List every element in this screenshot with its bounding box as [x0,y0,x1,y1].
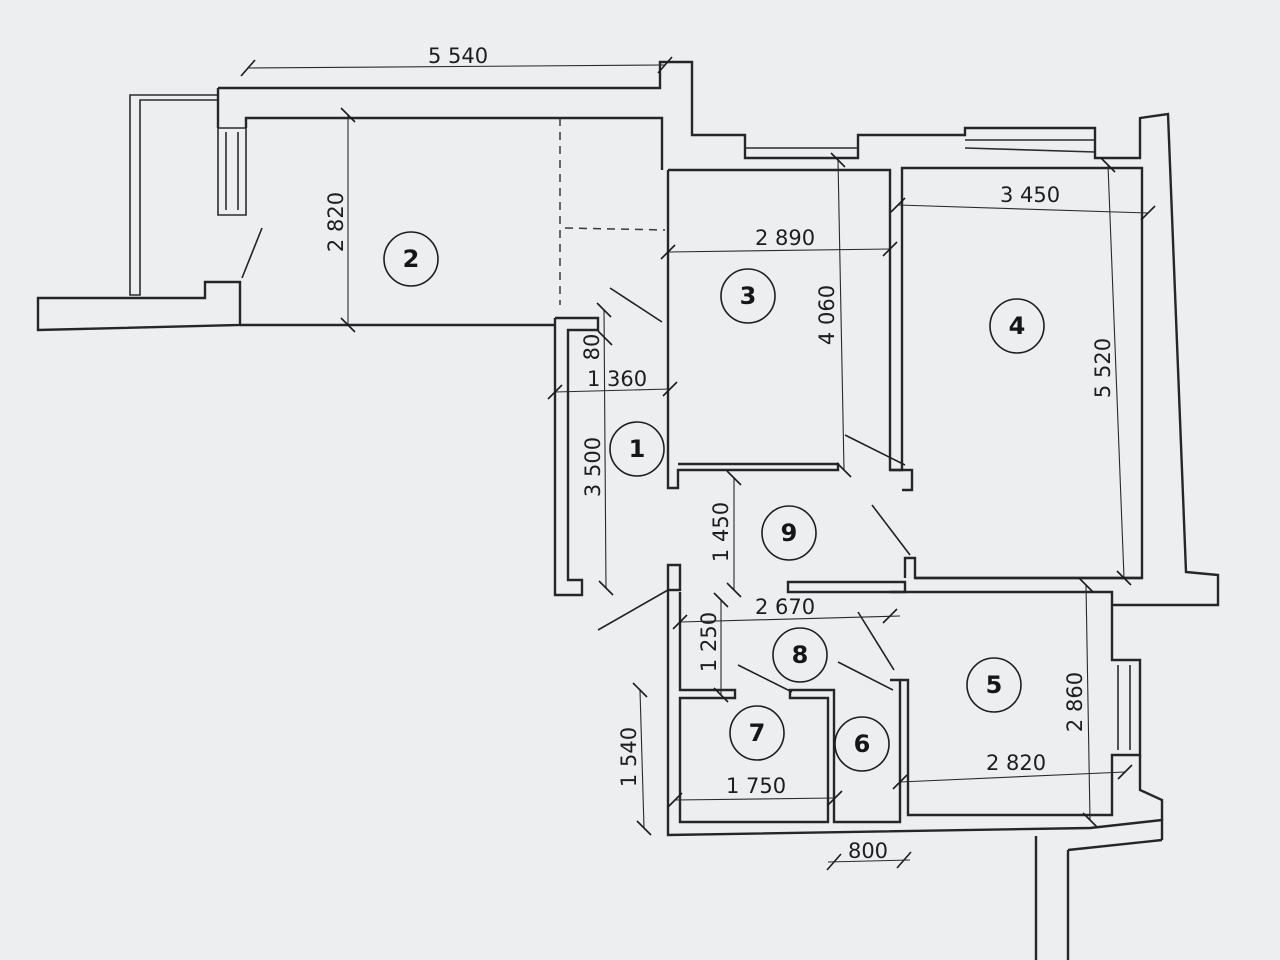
room-marker-9: 9 [761,505,817,561]
room-number-4: 4 [1009,312,1026,340]
dim-label-1250: 1 250 [697,612,721,672]
dim-label-5540: 5 540 [428,44,488,68]
room-marker-7: 7 [729,705,785,761]
dim-label-1540: 1 540 [617,727,641,787]
dim-label-5520: 5 520 [1091,338,1115,398]
room-number-5: 5 [986,671,1003,699]
dim-label-1360: 1 360 [587,367,647,391]
dim-label-2670: 2 670 [755,595,815,619]
walls [36,60,1220,960]
room-marker-8: 8 [772,627,828,683]
room-number-8: 8 [792,641,809,669]
room-number-1: 1 [629,435,646,463]
dim-label-800: 800 [848,839,888,863]
dim-label-1450: 1 450 [709,502,733,562]
door-swings [241,227,911,693]
dim-label-2820-room5: 2 820 [986,751,1046,775]
room-marker-1: 1 [609,421,665,477]
dim-label-4060: 4 060 [815,285,839,345]
dim-label-80: 80 [580,334,604,361]
room-marker-5: 5 [966,657,1022,713]
room-marker-3: 3 [720,268,776,324]
dim-label-3500: 3 500 [581,437,605,497]
room-number-2: 2 [403,245,420,273]
room-number-7: 7 [749,719,766,747]
dim-label-1750: 1 750 [726,774,786,798]
room-number-3: 3 [740,282,757,310]
room-marker-2: 2 [383,231,439,287]
dimension-lines [240,56,1156,871]
room-marker-6: 6 [834,716,890,772]
dim-label-2820-room2: 2 820 [324,192,348,252]
room-number-6: 6 [854,730,871,758]
dim-label-2860: 2 860 [1063,672,1087,732]
room-number-9: 9 [781,519,798,547]
dim-label-2890: 2 890 [755,226,815,250]
dim-label-3450: 3 450 [1000,183,1060,207]
room-marker-4: 4 [989,298,1045,354]
